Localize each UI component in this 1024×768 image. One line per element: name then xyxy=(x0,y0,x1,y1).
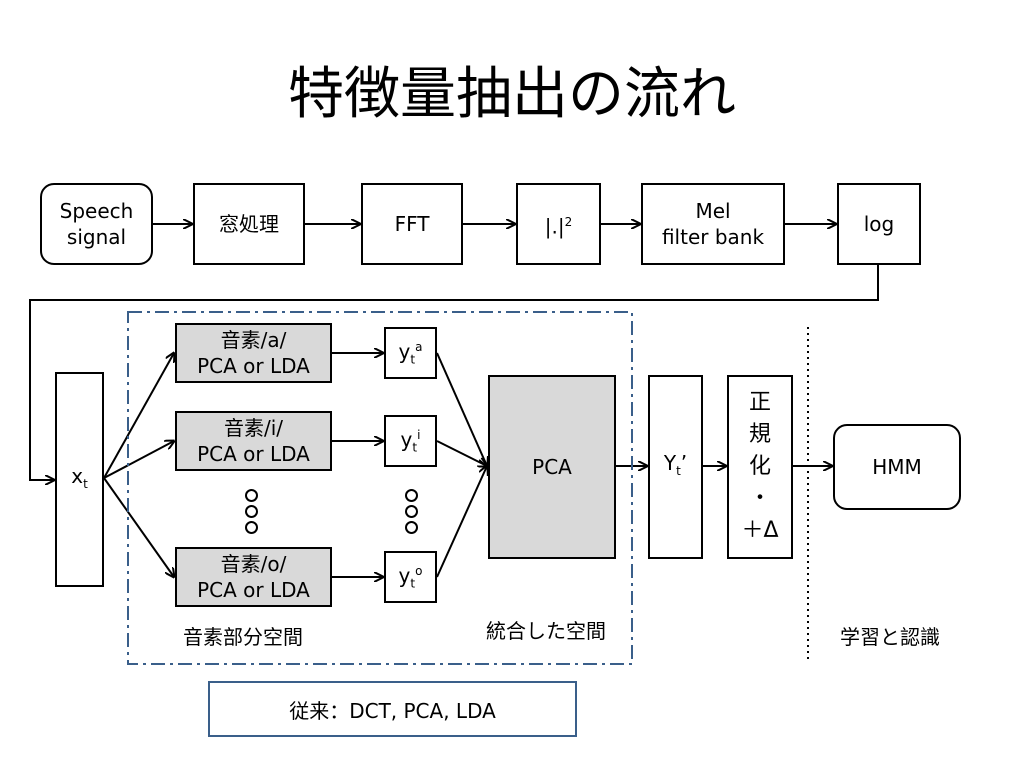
ellipsis-dot xyxy=(405,489,418,502)
learning-recognition-label: 学習と認識 xyxy=(840,625,940,649)
xt-sub: t xyxy=(83,476,88,491)
ellipsis-dot xyxy=(405,505,418,518)
phoneme-o-name: 音素/o/ xyxy=(220,552,287,576)
speech-signal-label: Speech signal xyxy=(59,199,134,249)
yo-sup: o xyxy=(415,563,423,578)
fft-box: FFT xyxy=(361,183,463,265)
yi-sup: i xyxy=(417,427,421,442)
phoneme-a-box: 音素/a/ PCA or LDA xyxy=(175,323,332,383)
conventional-methods-label: 従来：DCT, PCA, LDA xyxy=(289,698,496,723)
arrow-yi-pca xyxy=(436,440,487,466)
pca-box: PCA xyxy=(488,375,616,559)
normalize-box: 正 規 化 ・ ＋Δ xyxy=(727,375,793,559)
xt-box: xt xyxy=(55,372,104,587)
yo-box: yto xyxy=(384,551,437,603)
integrated-space-label: 統合した空間 xyxy=(486,619,606,643)
mel-label: Mel filter bank xyxy=(661,199,765,249)
phoneme-i-name: 音素/i/ xyxy=(223,416,284,440)
Y-base: Y xyxy=(663,451,677,475)
normalize-char: 正 xyxy=(748,390,771,415)
ya-sup: a xyxy=(415,339,423,354)
Y-prime: ’ xyxy=(680,451,688,475)
ellipsis-dot xyxy=(245,489,258,502)
yo-base: y xyxy=(398,563,411,588)
mel-box: Mel filter bank xyxy=(641,183,785,265)
abs-label: |.|2 xyxy=(545,209,572,240)
log-label: log xyxy=(863,212,895,236)
hmm-box: HMM xyxy=(833,424,961,510)
arrow-log-to-xt xyxy=(29,265,879,480)
fft-label: FFT xyxy=(394,212,430,236)
yi-label: yti xyxy=(401,422,421,461)
Y-sub: t xyxy=(676,464,681,478)
arrow-xt-o xyxy=(103,477,174,577)
ellipsis-dot xyxy=(245,521,258,534)
phoneme-subspace-label: 音素部分空間 xyxy=(183,625,303,649)
phoneme-o-method: PCA or LDA xyxy=(197,578,310,602)
abs-exp: 2 xyxy=(564,214,573,229)
arrow-xt-i xyxy=(103,441,174,479)
yo-sub: t xyxy=(410,576,416,591)
page-title: 特徴量抽出の流れ xyxy=(288,62,736,127)
phoneme-a-method: PCA or LDA xyxy=(197,354,310,378)
ya-box: yta xyxy=(384,327,437,379)
normalize-char: 規 xyxy=(748,422,771,447)
abs-base: |.| xyxy=(544,214,565,239)
xt-base: x xyxy=(71,463,84,488)
Y-box: Yt’ xyxy=(648,375,703,559)
phoneme-o-box: 音素/o/ PCA or LDA xyxy=(175,547,332,607)
yi-sub: t xyxy=(412,440,418,455)
arrow-xt-a xyxy=(103,353,174,479)
normalize-char: ・ xyxy=(748,486,771,511)
ellipsis-dot xyxy=(405,521,418,534)
ya-base: y xyxy=(398,339,411,364)
conventional-methods-box: 従来：DCT, PCA, LDA xyxy=(208,681,577,737)
log-box: log xyxy=(837,183,921,265)
window-box: 窓処理 xyxy=(193,183,305,265)
window-label: 窓処理 xyxy=(219,212,279,236)
speech-signal-box: Speech signal xyxy=(40,183,153,265)
ya-sub: t xyxy=(410,352,416,367)
yi-base: y xyxy=(400,427,413,452)
yi-box: yti xyxy=(384,415,437,467)
xt-label: xt xyxy=(71,463,88,497)
ellipsis-dot xyxy=(245,505,258,518)
abs-box: |.|2 xyxy=(516,183,601,265)
yo-label: yto xyxy=(399,558,423,597)
ya-label: yta xyxy=(399,334,423,373)
phoneme-ellipsis xyxy=(245,489,258,534)
normalize-char: ＋Δ xyxy=(741,518,779,543)
arrow-yo-pca xyxy=(436,466,487,578)
Y-label: Yt’ xyxy=(664,450,687,484)
phoneme-i-box: 音素/i/ PCA or LDA xyxy=(175,411,332,471)
phoneme-a-name: 音素/a/ xyxy=(220,328,287,352)
normalize-char: 化 xyxy=(748,454,771,479)
y-ellipsis xyxy=(405,489,418,534)
phoneme-i-method: PCA or LDA xyxy=(197,442,310,466)
hmm-label: HMM xyxy=(872,455,922,479)
phoneme-region-border xyxy=(127,311,633,665)
arrow-ya-pca xyxy=(436,352,487,466)
pca-label: PCA xyxy=(532,455,572,479)
